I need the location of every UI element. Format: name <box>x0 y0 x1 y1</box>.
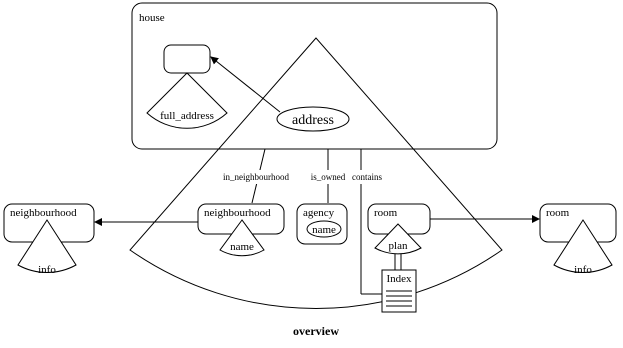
house-label: house <box>139 12 165 24</box>
room-right-label: room <box>546 207 570 219</box>
overview-label: overview <box>293 324 339 338</box>
index-label: Index <box>386 273 412 285</box>
info-left-label: info <box>38 264 56 276</box>
name-agency-ellipse <box>306 220 342 238</box>
plan-sector <box>374 223 422 255</box>
neighbourhood-left-label: neighbourhood <box>10 207 77 219</box>
full-address-box <box>163 44 211 74</box>
contains-bg <box>348 170 388 184</box>
is-owned-bg <box>305 170 351 184</box>
info-left-sector <box>17 219 77 273</box>
room-center-label: room <box>374 207 398 219</box>
address-to-full-address-arrow <box>210 56 281 113</box>
contains-label: contains <box>352 172 382 182</box>
in-neighbourhood-label: in_neighbourhood <box>223 172 289 182</box>
full-address-label: full_address <box>160 110 214 122</box>
address-label: address <box>292 113 334 128</box>
is-owned-label: is_owned <box>311 172 346 182</box>
info-right-label: info <box>574 264 592 276</box>
agency-label: agency <box>303 207 335 219</box>
address-ellipse <box>276 106 350 132</box>
overview-sector <box>129 37 503 309</box>
name-neighbourhood-label: name <box>230 241 254 253</box>
name-neighbourhood-sector <box>219 219 265 257</box>
info-right-sector <box>553 219 613 273</box>
in-neighbourhood-bg <box>216 170 300 184</box>
neighbourhood-center-label: neighbourhood <box>204 207 271 219</box>
full-address-sector <box>146 72 228 129</box>
plan-label: plan <box>389 240 408 252</box>
house-box <box>131 2 498 150</box>
name-agency-label: name <box>312 224 336 236</box>
